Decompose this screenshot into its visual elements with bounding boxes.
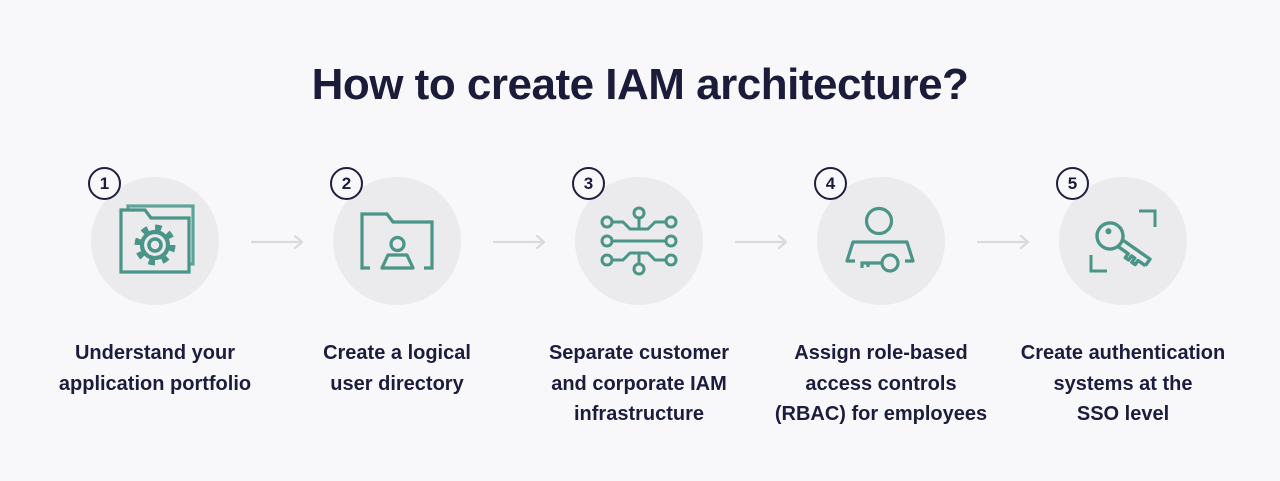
step-number: 5	[1067, 173, 1078, 193]
key-glyph	[1095, 221, 1152, 268]
scan-corner-bottom-left	[1089, 255, 1107, 273]
step-label-line: systems at the	[1053, 372, 1193, 395]
step-icon-circle	[91, 177, 219, 305]
key-scan-icon	[1089, 209, 1157, 273]
step-number: 4	[825, 173, 836, 193]
step-label-line: Create authentication	[1020, 342, 1226, 364]
step-label-line: SSO level	[1076, 403, 1170, 425]
arrow-right-icon	[492, 234, 552, 250]
circuit-nodes-icon	[600, 206, 678, 276]
scan-corner-top-right	[1139, 209, 1157, 227]
arrow-right-icon	[734, 234, 794, 250]
step-5: 5 Create authentication systems at the S…	[1002, 167, 1244, 457]
arrow-right-icon	[250, 234, 310, 250]
gear-glyph	[134, 224, 176, 266]
step-icon-circle	[1059, 177, 1187, 305]
arrow-right-icon	[976, 234, 1036, 250]
step-label: Assign role-based access controls (RBAC)…	[746, 338, 1016, 430]
step-label-line: application portfolio	[58, 372, 252, 395]
folder-gear-icon	[119, 204, 195, 274]
step-1: 1 Understand your application portfolio	[34, 167, 304, 457]
step-number: 1	[99, 173, 110, 193]
step-icon-circle	[817, 177, 945, 305]
step-label: Create a logical user directory	[262, 338, 532, 399]
step-number-badge: 1	[88, 167, 121, 200]
step-icon-circle	[575, 177, 703, 305]
user-glyph	[380, 235, 415, 270]
step-3: 3 Separate customer and corporate IAM in…	[518, 167, 788, 457]
key-glyph	[860, 253, 900, 273]
step-label-line: and corporate IAM	[551, 372, 727, 395]
step-number-badge: 5	[1056, 167, 1089, 200]
step-number: 3	[583, 173, 594, 193]
folder-user-icon	[360, 212, 434, 270]
step-label: Understand your application portfolio	[20, 338, 290, 399]
step-label-line: Understand your	[74, 342, 236, 364]
step-label-line: Create a logical	[323, 342, 471, 364]
step-label-line: (RBAC) for employees	[774, 403, 988, 425]
step-number-badge: 2	[330, 167, 363, 200]
step-label: Create authentication systems at the SSO…	[988, 338, 1258, 430]
page-title: How to create IAM architecture?	[311, 60, 969, 109]
step-number-badge: 4	[814, 167, 847, 200]
user-key-icon	[845, 206, 915, 273]
step-label-line: Assign role-based	[794, 342, 968, 364]
step-label-line: infrastructure	[573, 403, 705, 425]
step-label-line: access controls	[805, 372, 957, 395]
step-label-line: user directory	[330, 372, 464, 395]
steps-row: 1 Understand your application portfolio …	[34, 167, 1246, 467]
step-label: Separate customer and corporate IAM infr…	[504, 338, 774, 430]
step-number-badge: 3	[572, 167, 605, 200]
step-icon-circle	[333, 177, 461, 305]
step-number: 2	[341, 173, 352, 193]
step-label-line: Separate customer	[548, 342, 730, 364]
step-2: 2 Create a logical user directory	[276, 167, 546, 457]
step-4: 4 Assign role-based access controls (RBA…	[760, 167, 1030, 457]
